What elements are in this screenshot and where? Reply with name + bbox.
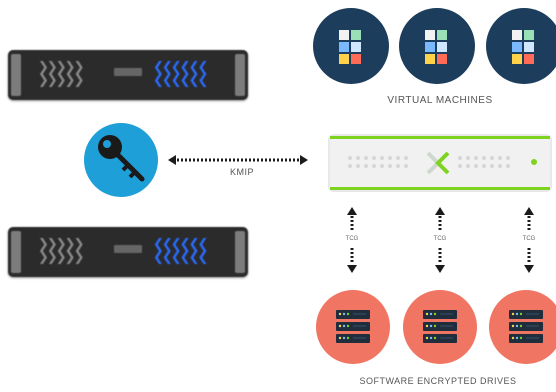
- tcg-label-3: TCG: [522, 236, 536, 242]
- nutanix-node-icon: [330, 136, 550, 190]
- kmip-arrow: [168, 153, 308, 165]
- server-stack-icon-3: [489, 290, 556, 364]
- kmip-label: KMIP: [229, 167, 254, 177]
- rack-server-bottom: ❯❯❯❯❯ ❯❯❯❯❯ ❮❮❮❮❮❮ ❮❮❮❮❮❮: [8, 227, 248, 277]
- vm-cube-icon-2: [399, 8, 475, 84]
- vm-label: VIRTUAL MACHINES: [387, 95, 493, 106]
- tcg-label-2: TCG: [433, 236, 447, 242]
- tcg-arrow-1: [346, 207, 358, 273]
- tcg-arrow-3: [523, 207, 535, 273]
- tcg-arrow-2: [434, 207, 446, 273]
- key-icon: [84, 123, 158, 197]
- drives-label: SOFTWARE ENCRYPTED DRIVES: [359, 376, 517, 386]
- rack-server-top: ❯❯❯❯❯ ❯❯❯❯❯ ❮❮❮❮❮❮ ❮❮❮❮❮❮: [8, 50, 248, 100]
- vm-cube-icon-3: [486, 8, 556, 84]
- server-stack-icon-2: [403, 290, 477, 364]
- tcg-label-1: TCG: [345, 236, 359, 242]
- server-stack-icon-1: [316, 290, 390, 364]
- vm-cube-icon-1: [313, 8, 389, 84]
